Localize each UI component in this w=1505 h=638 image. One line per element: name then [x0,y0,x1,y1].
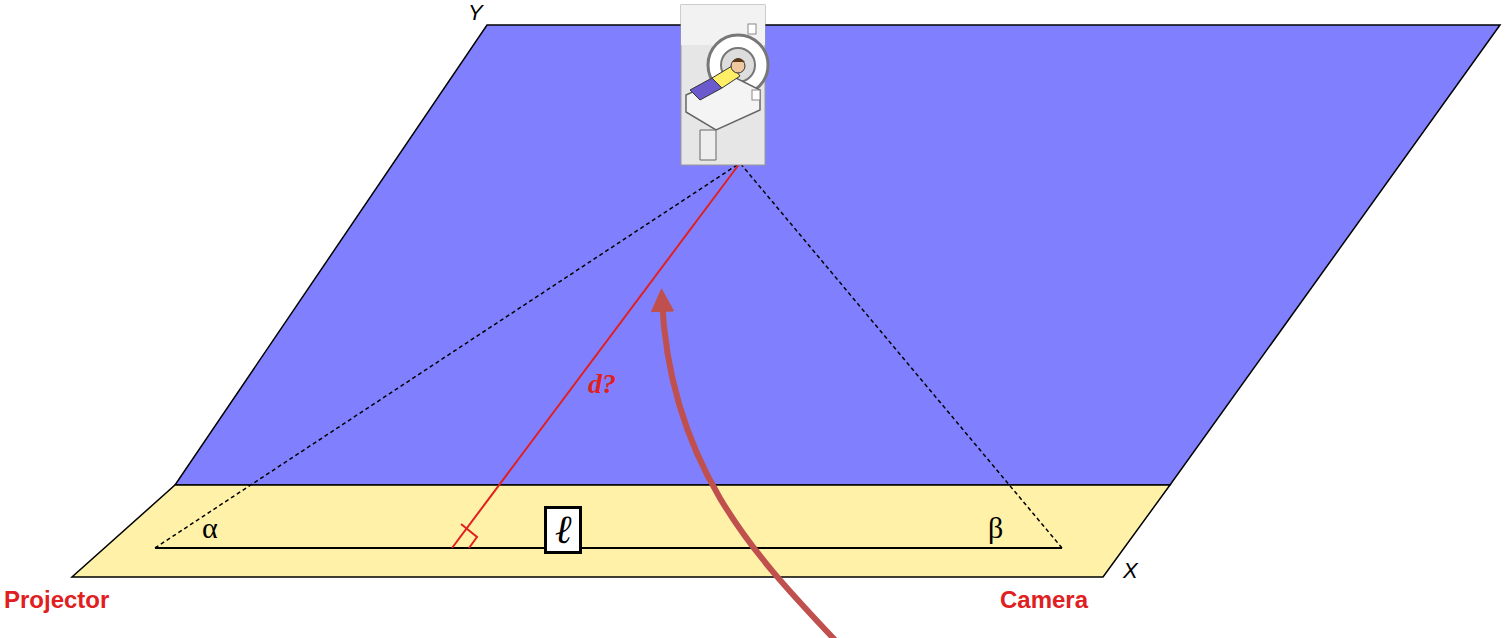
angle-label: β [988,513,1003,543]
camera-ray [740,163,1062,548]
angle-label: α [202,513,218,543]
device-label: Camera [1000,588,1088,612]
mri-illustration [681,5,768,165]
symbol-box: ℓ [544,506,582,554]
baseline [155,547,1062,549]
projector-ray [155,163,740,548]
distance-label: d? [588,370,616,398]
axis-label: Y [468,2,483,24]
floor-plane [175,25,1500,485]
device-label: Projector [4,588,109,612]
pointer-arrow [662,300,835,638]
symbol-text: ℓ [555,510,572,550]
baseline-band [72,485,1170,577]
axis-label: X [1123,560,1138,582]
right-angle-mark [461,524,477,548]
depth-line [452,163,740,548]
